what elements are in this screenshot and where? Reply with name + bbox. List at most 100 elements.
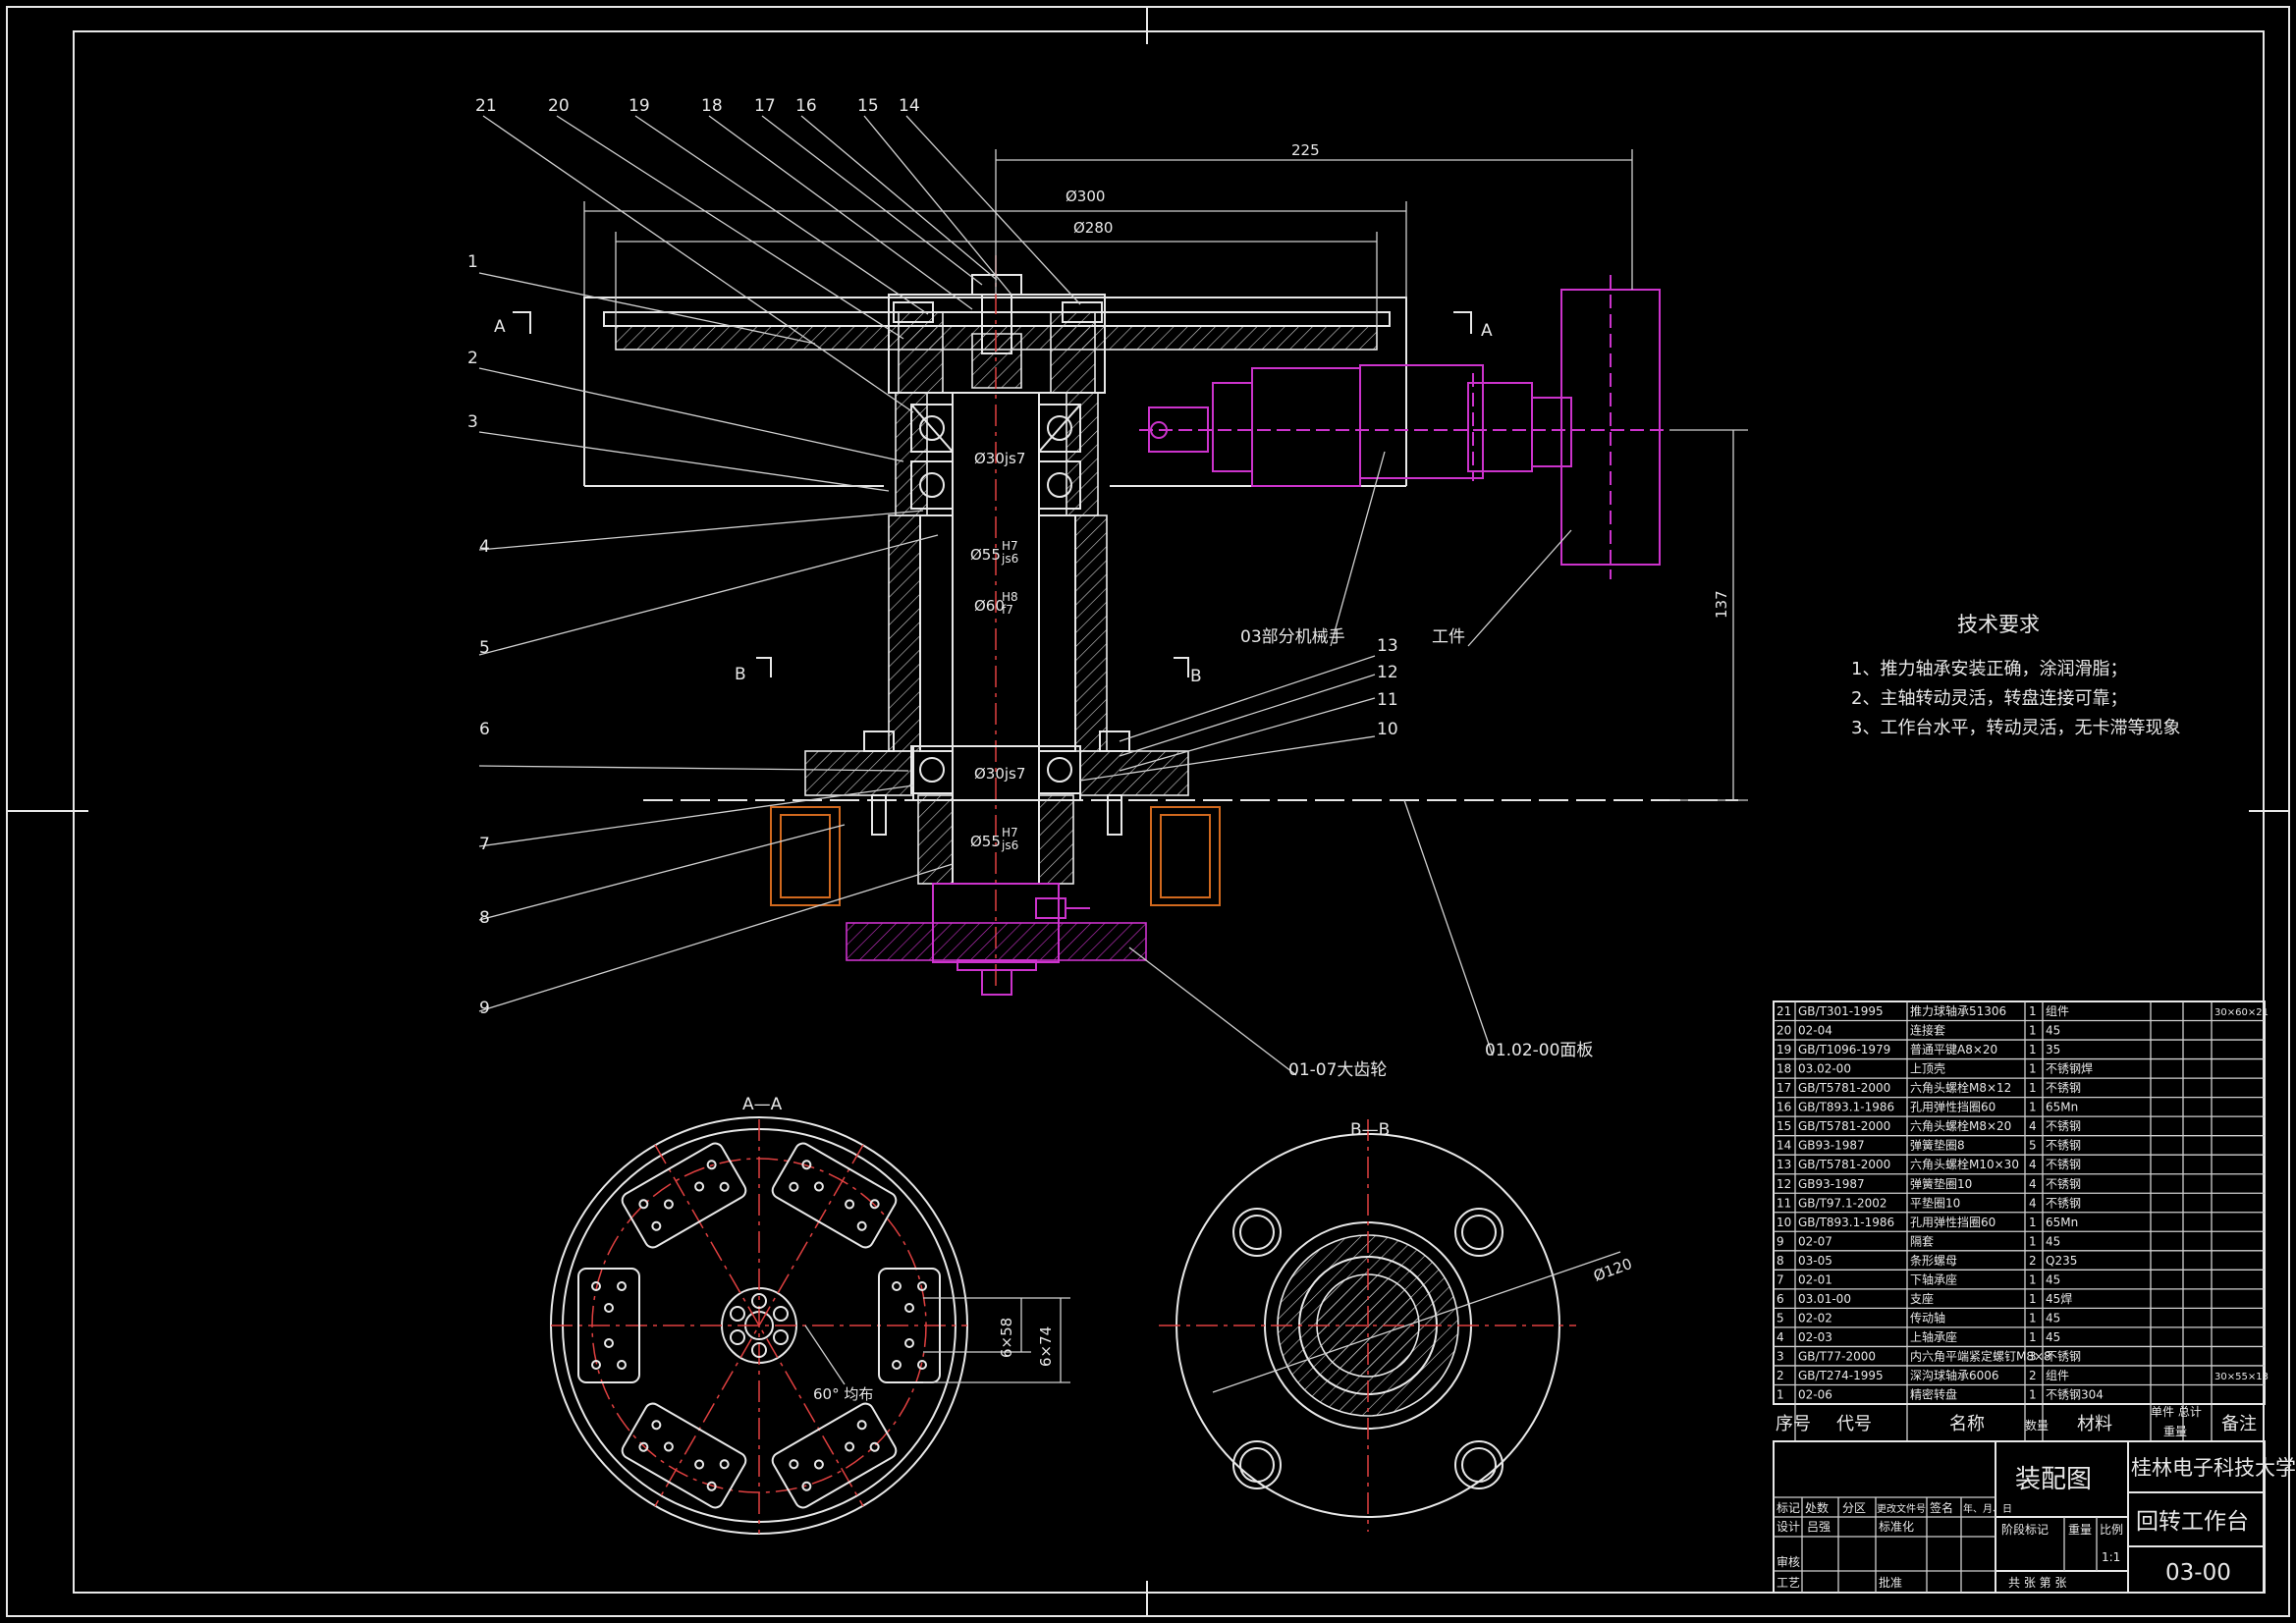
bom-cell: 普通平键A8×20 [1910,1043,1997,1056]
title-block: 装配图 桂林电子科技大学 回转工作台 03-00 1:1 阶段标记 重量 比例 … [1773,1440,2296,1594]
fit-2b: f7 [1002,603,1013,617]
bom-cell: 不锈钢 [2046,1196,2081,1210]
bom-cell: 不锈钢304 [2046,1388,2104,1402]
bom-cell: 10 [1777,1216,1791,1229]
drawing-number: 03-00 [2165,1560,2231,1586]
bom-header-remark: 备注 [2221,1414,2257,1434]
callout-workpiece: 工件 [1432,627,1465,647]
turntable-pad [771,1142,898,1249]
bom-header-seq: 序号 [1776,1414,1811,1434]
title-bb: B—B [1350,1120,1390,1140]
bom-cell: 15 [1777,1119,1791,1133]
bom-cell: 1 [2029,1081,2037,1095]
bom-cell: 5 [1777,1311,1784,1325]
bom-cell: 6 [1777,1292,1784,1306]
manipulator-outline [1139,275,1669,579]
bom-cell: 不锈钢 [2046,1119,2081,1133]
bom-cell: 14 [1777,1139,1791,1153]
turntable-pad [878,1268,941,1383]
fit-1b: js6 [1001,552,1018,566]
section-b-left: B [735,665,746,684]
bom-cell: 13 [1777,1158,1791,1171]
bom-cell: GB93-1987 [1798,1177,1865,1191]
process-label: 工艺 [1777,1576,1800,1590]
bom-cell: 2 [2029,1369,2037,1382]
bom-cell: GB/T1096-1979 [1798,1043,1890,1056]
bom-cell: 02-02 [1798,1311,1832,1325]
bom-cell: 2 [2029,1254,2037,1268]
bom-cell: 1 [2029,1272,2037,1286]
bom-cell: 12 [1777,1177,1791,1191]
requirement-3: 3、工作台水平，转动灵活，无卡滞等现象 [1851,718,2180,738]
bom-cell: 1 [2029,1004,2037,1018]
bom-cell: 3 [1777,1349,1784,1363]
bom-cell: 7 [1777,1272,1784,1286]
bom-cell: 30×60×21 [2214,1007,2269,1018]
sheets-label: 共 张 第 张 [2008,1576,2066,1590]
bom-cell: 03.02-00 [1798,1062,1851,1076]
balloon-11: 11 [1377,690,1398,710]
part-balloons: 21 20 19 18 17 16 15 14 1 2 3 4 5 6 7 8 … [467,96,1398,1018]
bom-cell: 下轴承座 [1910,1271,1957,1286]
dim-280: Ø280 [1073,219,1113,237]
bom-cell: 1 [2029,1024,2037,1038]
bom-cell: GB/T893.1-1986 [1798,1216,1894,1229]
bom-cell: 上轴承座 [1910,1329,1957,1344]
bom-cell: 1 [2029,1292,2037,1306]
bom-cell: 02-04 [1798,1024,1832,1038]
fit-3: H7 [1002,826,1018,839]
balloon-6: 6 [479,720,490,739]
bom-cell: 4 [2029,1177,2037,1191]
bom-cell: 30×55×13 [2214,1372,2269,1382]
requirement-2: 2、主轴转动灵活，转盘连接可靠； [1851,688,2127,709]
bom-cell: 02-01 [1798,1272,1832,1286]
bom-header-weight: 重量 [2163,1425,2187,1438]
bom-cell: GB/T77-2000 [1798,1349,1876,1363]
row-mark: 标记 [1777,1501,1800,1515]
fit-1: H7 [1002,539,1018,553]
balloon-8: 8 [479,908,490,928]
bom-cell: Q235 [2046,1254,2077,1268]
bom-cell: 3 [2029,1349,2037,1363]
review-label: 审核 [1777,1554,1800,1569]
turntable-pad [771,1402,898,1509]
balloon-17: 17 [754,96,776,116]
bom-cell: 03-05 [1798,1254,1832,1268]
bom-cell: 8 [1777,1254,1784,1268]
bom-cell: 组件 [2046,1004,2069,1018]
bom-cell: 45 [2046,1330,2060,1344]
turntable-pad [577,1268,640,1383]
bom-cell: 1 [2029,1311,2037,1325]
row-count: 处数 [1805,1500,1829,1515]
ratio-label: 比例 [2100,1523,2123,1537]
bom-cell: 传动轴 [1910,1310,1945,1325]
bom-cell: GB/T893.1-1986 [1798,1101,1894,1114]
bom-cell: 支座 [1910,1291,1934,1306]
callout-texts: 03部分机械手 工件 01-07大齿轮 01.02-00面板 A A B B [494,317,1593,1080]
requirement-1: 1、推力轴承安装正确，涂润滑脂； [1851,659,2127,679]
product-name: 回转工作台 [2136,1509,2249,1535]
dim-bore2: Ø55 [970,546,1001,564]
bom-cell: 21 [1777,1004,1791,1018]
bom-cell: 45 [2046,1234,2060,1248]
bom-cell: 02-03 [1798,1330,1832,1344]
bom-cell: 1 [2029,1062,2037,1076]
bom-cell: 02-06 [1798,1388,1832,1402]
bom-cell: GB/T274-1995 [1798,1369,1884,1382]
bom-cell: 2 [1777,1369,1784,1382]
bom-cell: 六角头螺栓M8×12 [1910,1080,2011,1095]
bom-cell: 03.01-00 [1798,1292,1851,1306]
bom-cell: GB/T5781-2000 [1798,1158,1890,1171]
dim-225: 225 [1291,141,1320,159]
bom-cell: 45焊 [2046,1291,2072,1306]
dim-6x74: 6×74 [1037,1326,1055,1367]
scale-value: 1:1 [2102,1550,2120,1564]
balloon-12: 12 [1377,663,1398,682]
bom-cell: 不锈钢 [2046,1139,2081,1153]
section-a-right: A [1481,321,1493,341]
dim-bore5: Ø55 [970,833,1001,850]
bom-cell: 1 [2029,1330,2037,1344]
balloon-10: 10 [1377,720,1398,739]
designer-name: 吕强 [1807,1520,1831,1534]
bom-cell: 六角头螺栓M8×20 [1910,1118,2011,1133]
